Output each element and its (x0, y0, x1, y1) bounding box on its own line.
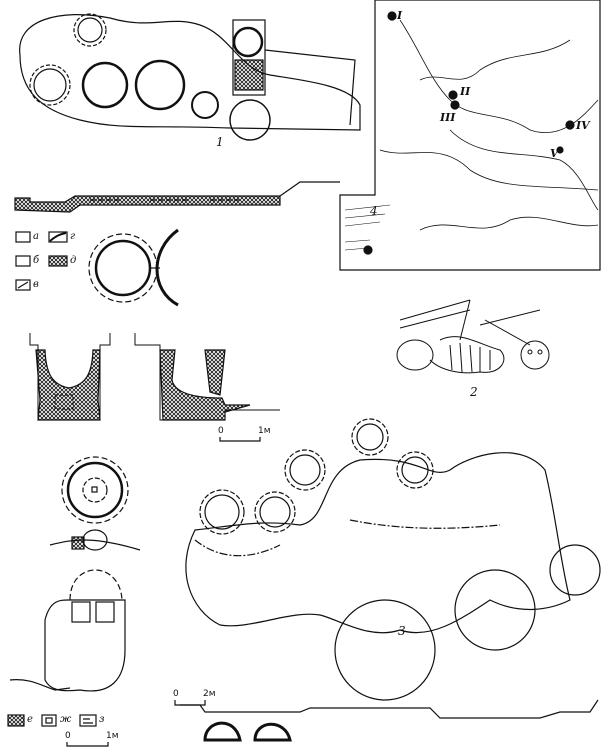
lower-left-pit-figure (7, 456, 141, 747)
scale-bar-bottom (66, 742, 109, 747)
map-figure-4 (339, 0, 601, 271)
site-label-III: III (440, 111, 456, 124)
section-figure-1 (14, 181, 340, 213)
site-label-I: I (397, 9, 403, 22)
figure-label-4: 4 (370, 204, 378, 218)
skeleton-figure-2 (396, 299, 550, 374)
figure-label-3: 3 (398, 624, 406, 638)
legend-d: д (70, 255, 77, 266)
circle-plan-figure (88, 228, 179, 307)
legend-a: а (33, 231, 39, 242)
scale-bar-top (219, 437, 261, 442)
site-label-IV: IV (576, 119, 590, 132)
vertical-sections (29, 333, 280, 421)
legend-zh: ж (60, 714, 72, 725)
legend-z: з (99, 714, 105, 725)
site-label-II: II (460, 85, 471, 98)
figure-label-1: 1 (216, 135, 224, 149)
scale-bottom-end: 1м (106, 731, 119, 741)
legend-e: е (27, 714, 33, 725)
legend-g: г (70, 231, 76, 242)
plan-figure-1 (19, 13, 361, 141)
scale-middle-end: 2м (203, 689, 216, 699)
scale-top-end: 1м (258, 426, 271, 436)
legend-top-swatches (15, 231, 68, 291)
site-label-V: V (550, 147, 559, 160)
scale-bar-middle (174, 700, 206, 706)
scale-middle-zero: 0 (173, 689, 179, 699)
legend-b: б (33, 255, 40, 266)
scale-top-zero: 0 (218, 426, 224, 436)
scale-bottom-zero: 0 (65, 731, 71, 741)
plan-figure-3 (174, 418, 601, 742)
figure-label-2: 2 (470, 385, 478, 399)
legend-v: в (33, 279, 39, 290)
